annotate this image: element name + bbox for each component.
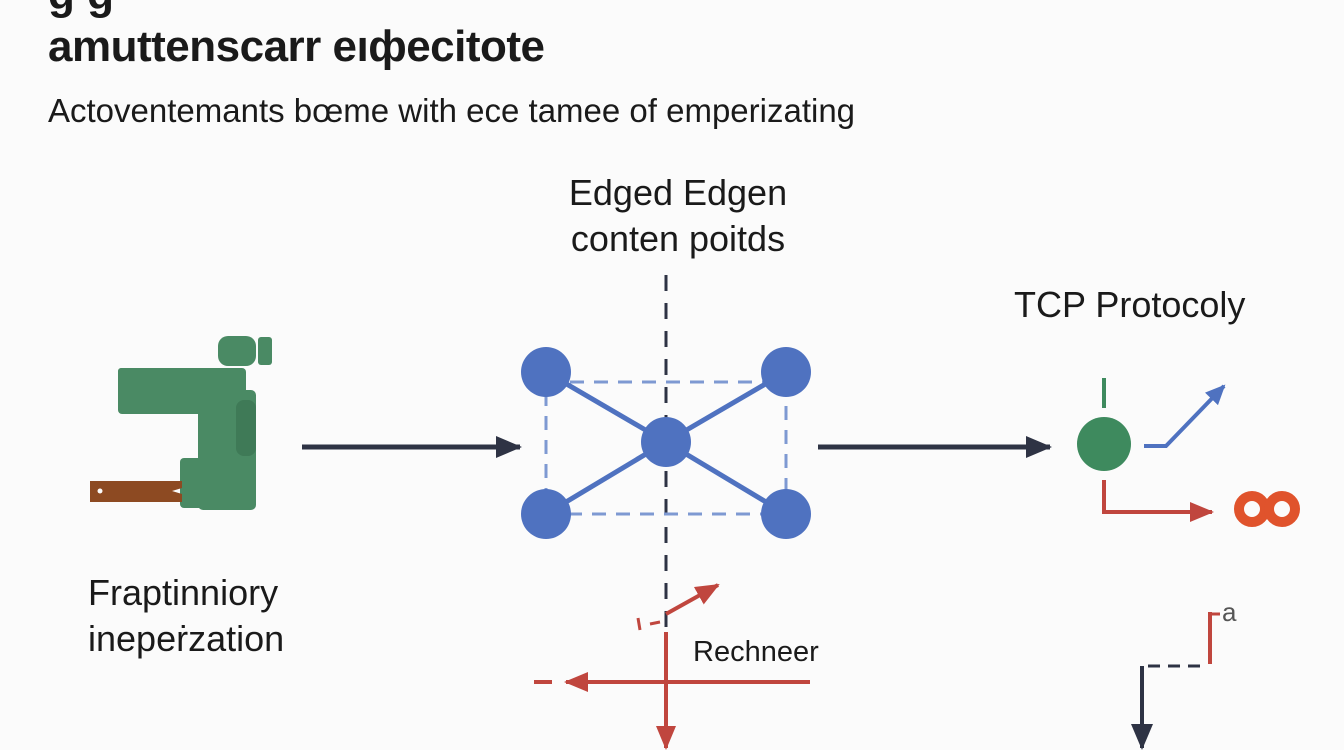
graph-node: [761, 347, 811, 397]
graph-node: [521, 489, 571, 539]
device-label-line-1: Fraptinniory: [88, 572, 279, 613]
infinity-icon: [1234, 491, 1300, 527]
graph-node: [521, 347, 571, 397]
network-graph-icon: [521, 347, 811, 539]
graph-node-center: [641, 417, 691, 467]
device-icon: [90, 336, 272, 510]
device-label-line-2: inepeṙzation: [88, 618, 285, 660]
device-label: Fraptinniory inepeṙzation: [88, 570, 284, 662]
graph-node: [761, 489, 811, 539]
network-label: Edged Edgen conten poitds: [470, 170, 886, 262]
receiver-label: Rechneer: [693, 636, 819, 668]
network-label-line-1: Edged Edgen: [568, 172, 788, 213]
step-connector: [1131, 612, 1220, 750]
corner-label: a: [1222, 597, 1237, 627]
tcp-label: TCP Protocoly: [1014, 284, 1246, 325]
tcp-node-icon: [1077, 378, 1226, 522]
page-title: amuttenscarr eıфecitote: [48, 22, 545, 71]
receiver-axes: [534, 583, 810, 750]
network-label-line-2: conten poitds: [570, 218, 786, 260]
page-subtitle: Actoventemants bœme with ece tamee of em…: [48, 92, 856, 129]
title-partial-top: g g: [48, 0, 114, 20]
